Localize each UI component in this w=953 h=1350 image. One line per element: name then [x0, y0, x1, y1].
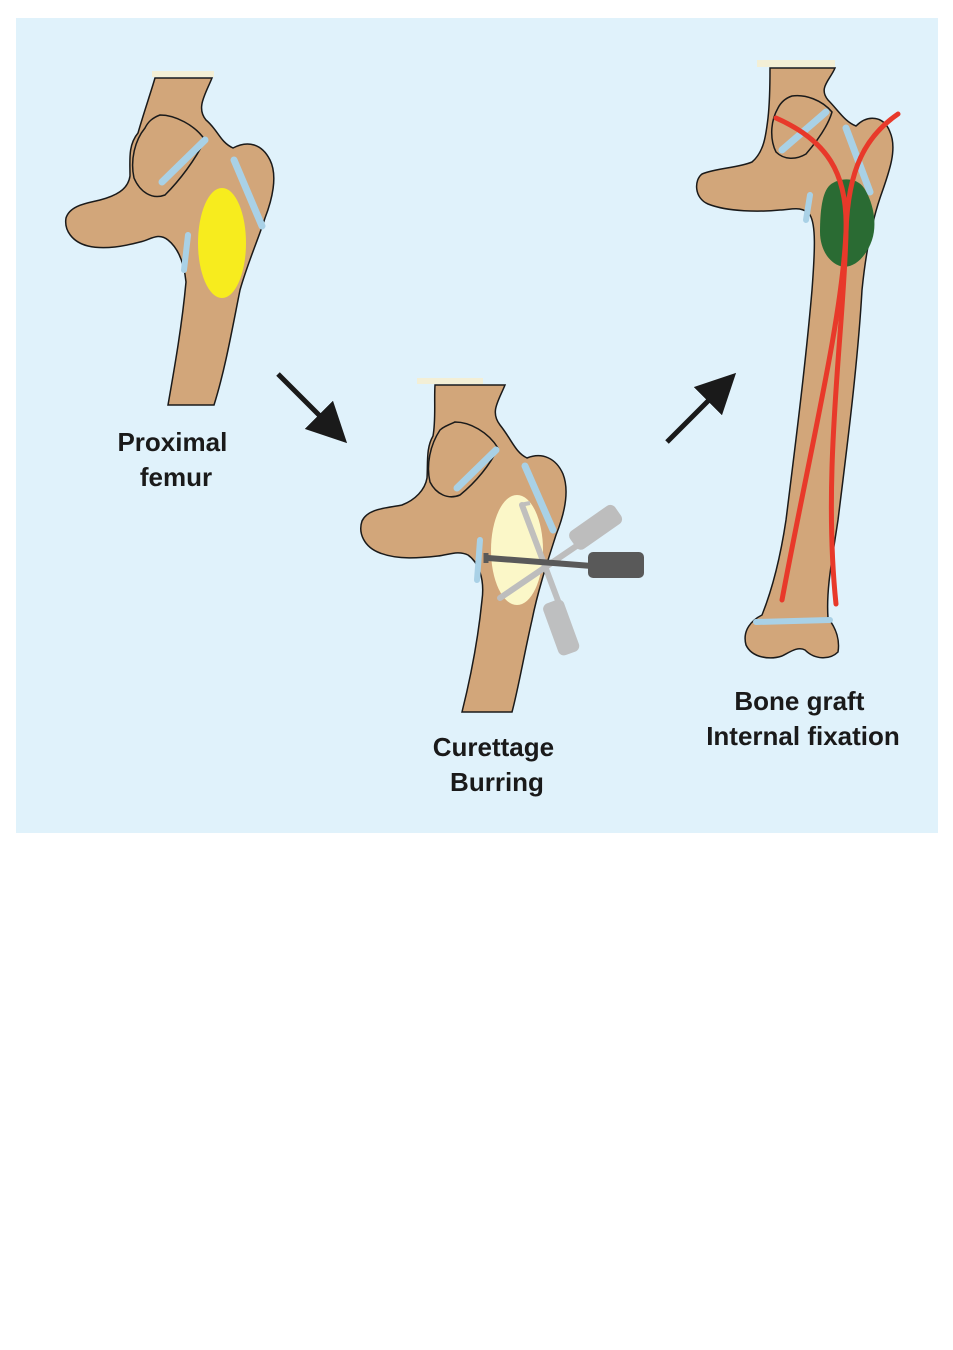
growth-plate-neck: [453, 446, 500, 492]
stage-label-line: Burring: [450, 767, 544, 797]
stage-label-line: Bone graft: [734, 686, 864, 716]
stage-label-curettage-burring: Curettage Burring: [433, 732, 562, 797]
saw-cut-mark: [152, 71, 214, 77]
stage-label-line: Internal fixation: [706, 721, 900, 751]
growth-plate-lesser-trochanter: [181, 232, 191, 273]
saw-cut-mark: [417, 378, 483, 384]
down-right-arrow-icon: [276, 372, 348, 444]
femoral-head-outline: [131, 114, 206, 198]
proximal-femur-bone: [64, 77, 275, 406]
growth-plate-lesser-trochanter: [474, 537, 483, 583]
up-right-arrow-icon: [665, 372, 737, 444]
stage-label-line: femur: [140, 462, 212, 492]
stage-label-line: Proximal: [117, 427, 227, 457]
stage-label-line: Curettage: [433, 732, 554, 762]
growth-plate-neck: [158, 136, 209, 186]
stage-proximal-femur: [64, 71, 275, 406]
lesion: [198, 188, 246, 298]
femoral-head-outline: [427, 421, 499, 498]
growth-plate-trochanter: [230, 156, 266, 230]
curette-icon: [483, 552, 644, 578]
stage-curettage-burring: [360, 378, 644, 713]
proximal-femur-bone: [360, 384, 567, 713]
fixation-rod: [828, 111, 901, 607]
growth-plate-lesser-trochanter: [803, 192, 813, 223]
growth-plate-distal: [753, 617, 833, 625]
femoral-head-outline: [771, 94, 833, 159]
saw-cut-mark: [757, 60, 835, 67]
stage-label-bone-graft-fixation: Bone graft Internal fixation: [706, 686, 900, 751]
stage-bone-graft-fixation: [695, 60, 901, 659]
stage-label-proximal-femur: Proximal femur: [117, 427, 234, 492]
growth-plate-trochanter: [521, 462, 557, 534]
